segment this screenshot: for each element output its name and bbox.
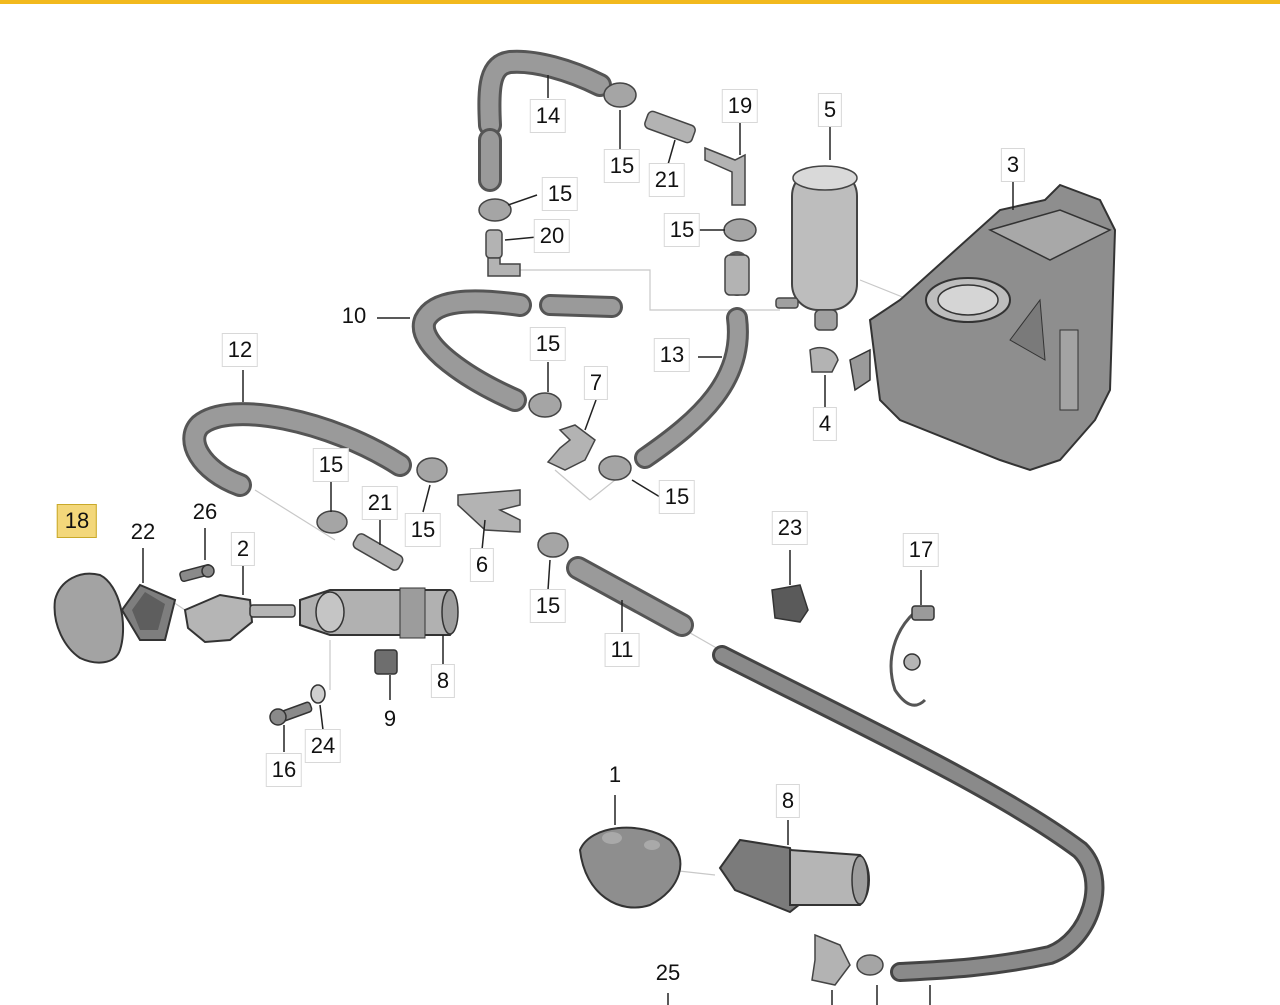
callout-6: 6: [469, 548, 495, 582]
callout-5: 5: [817, 93, 843, 127]
callout-13: 13: [653, 338, 691, 372]
pump-5: [775, 165, 858, 331]
callout-23: 23: [771, 511, 809, 545]
hoses: [182, 49, 1105, 982]
callout-1: 1: [608, 762, 622, 787]
cap-18-shape: [53, 572, 124, 664]
callout-15: 15: [658, 480, 696, 514]
callout-15: 15: [663, 213, 701, 247]
top-accent-bar: [0, 0, 1280, 4]
callout-9: 9: [383, 706, 397, 731]
callout-24: 24: [304, 729, 342, 763]
right-nozzle-assembly: [578, 826, 870, 914]
hose-14: [477, 49, 612, 192]
callout-10: 10: [341, 303, 367, 328]
callout-14: 14: [529, 99, 567, 133]
hose-11: [566, 556, 1105, 982]
callout-11: 11: [604, 633, 640, 667]
callout-21: 21: [361, 486, 399, 520]
callout-18-highlighted[interactable]: 18: [56, 504, 98, 538]
callout-7: 7: [583, 366, 609, 400]
callout-19: 19: [721, 89, 759, 123]
callout-17: 17: [902, 533, 940, 567]
callout-3: 3: [1000, 148, 1026, 182]
callout-12: 12: [221, 333, 259, 367]
callout-25: 25: [655, 960, 681, 985]
callout-2: 2: [230, 532, 256, 566]
callout-15: 15: [603, 149, 641, 183]
left-nozzle-assembly: [53, 563, 459, 726]
callout-8: 8: [775, 784, 801, 818]
callout-15: 15: [529, 327, 567, 361]
callout-15: 15: [529, 589, 567, 623]
callout-15: 15: [541, 177, 579, 211]
hose-10: [412, 289, 623, 412]
callout-15: 15: [404, 513, 442, 547]
hose-12: [182, 402, 412, 497]
callout-21: 21: [648, 163, 686, 197]
callout-4: 4: [812, 407, 838, 441]
callout-8: 8: [430, 664, 456, 698]
callout-26: 26: [192, 499, 218, 524]
fittings: [352, 110, 851, 986]
clamps: [316, 82, 884, 976]
callout-15: 15: [312, 448, 350, 482]
connection-lines: [169, 269, 911, 876]
reservoir-3: [849, 183, 1117, 472]
callout-20: 20: [533, 219, 571, 253]
part-23: [771, 584, 809, 623]
bracket-17: [889, 605, 935, 707]
callout-22: 22: [130, 519, 156, 544]
leader-lines: [142, 75, 1014, 1005]
callout-16: 16: [265, 753, 303, 787]
